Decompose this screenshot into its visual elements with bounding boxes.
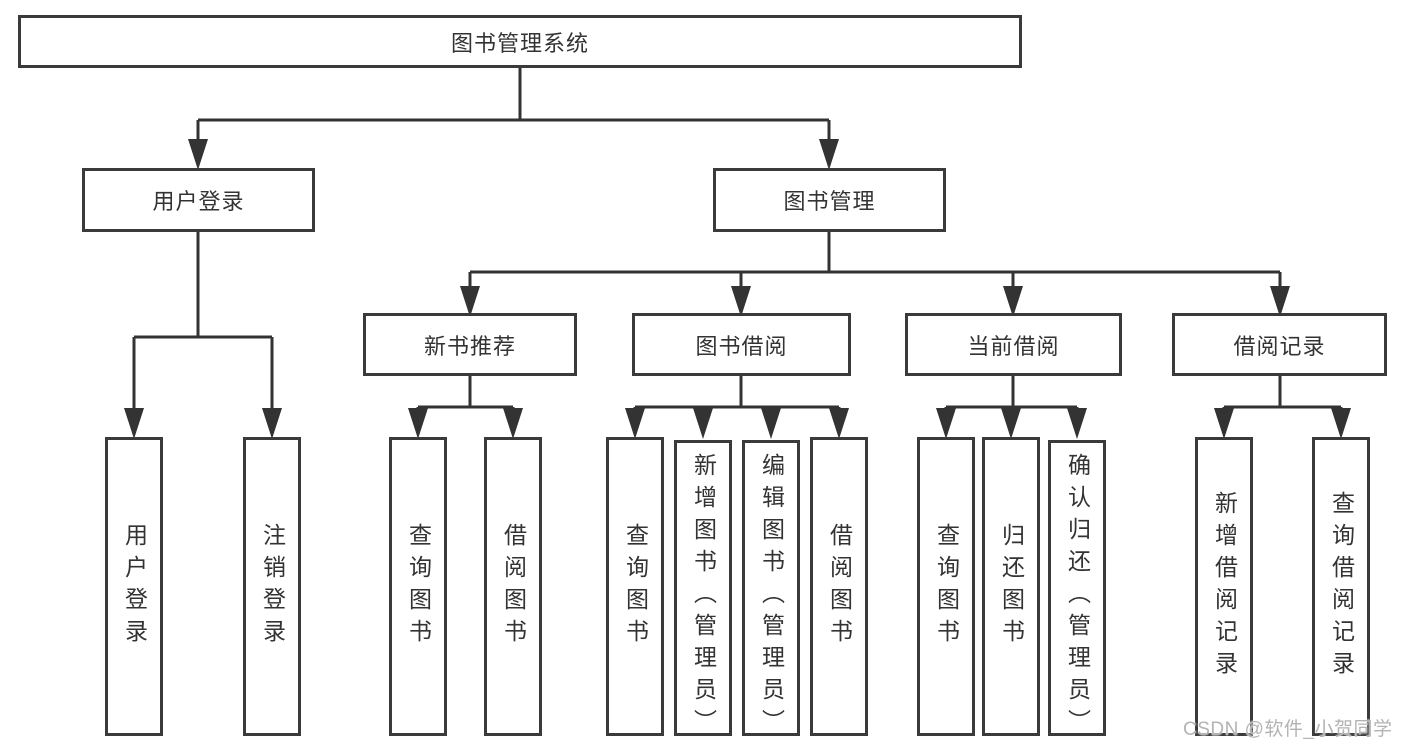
node-login-group: 用户登录 bbox=[82, 168, 315, 232]
leaf-newbook-query: 查询图书 bbox=[389, 437, 447, 736]
node-new-book-rec: 新书推荐 bbox=[363, 313, 577, 376]
leaf-record-add: 新增借阅记录 bbox=[1195, 437, 1253, 736]
node-book-borrow: 图书借阅 bbox=[632, 313, 851, 376]
node-current-borrow: 当前借阅 bbox=[905, 313, 1122, 376]
leaf-borrow-edit-admin: 编辑图书（管理员） bbox=[742, 440, 800, 741]
leaf-borrow-borrow: 借阅图书 bbox=[810, 437, 868, 736]
leaf-record-query: 查询借阅记录 bbox=[1312, 437, 1370, 736]
leaf-newbook-borrow: 借阅图书 bbox=[484, 437, 542, 736]
node-book-mgmt: 图书管理 bbox=[713, 168, 946, 232]
leaf-current-confirm-admin: 确认归还（管理员） bbox=[1048, 440, 1106, 741]
arrowheads bbox=[124, 139, 1351, 439]
node-root: 图书管理系统 bbox=[18, 15, 1022, 68]
leaf-borrow-add-admin: 新增图书（管理员） bbox=[674, 440, 732, 741]
leaf-borrow-query: 查询图书 bbox=[606, 437, 664, 736]
leaf-current-query: 查询图书 bbox=[917, 437, 975, 736]
leaf-logout: 注销登录 bbox=[243, 437, 301, 736]
leaf-user-login: 用户登录 bbox=[105, 437, 163, 736]
csdn-watermark: CSDN @软件_小贺同学 bbox=[1183, 719, 1393, 740]
leaf-current-return: 归还图书 bbox=[982, 437, 1040, 736]
node-borrow-record: 借阅记录 bbox=[1172, 313, 1387, 376]
